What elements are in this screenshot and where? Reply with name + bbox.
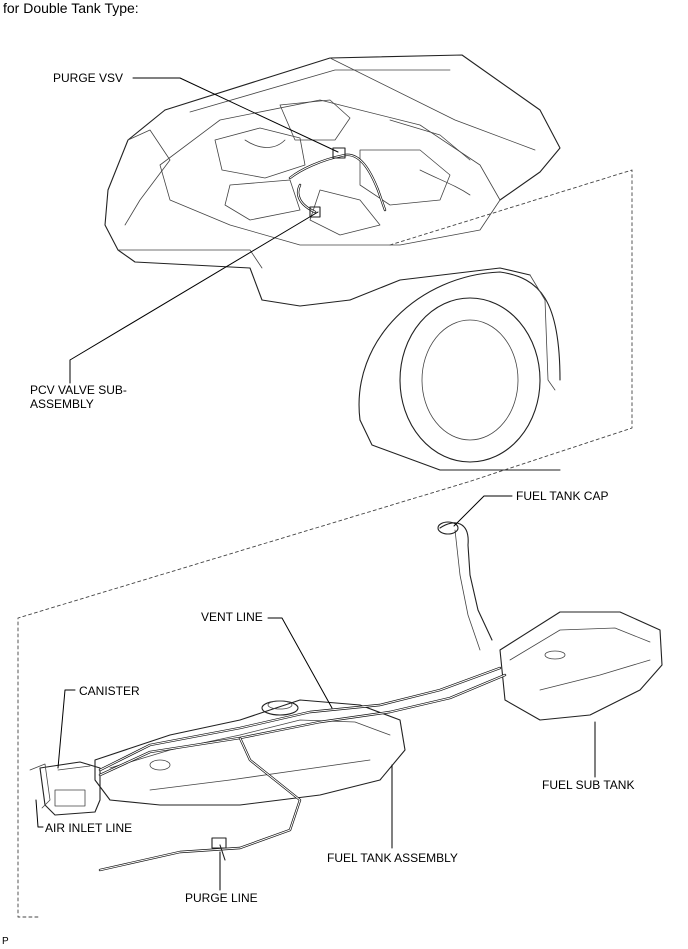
- diagram-heading: for Double Tank Type:: [3, 0, 139, 16]
- fuel-system-drawing: [29, 521, 663, 872]
- canister-leader: [57, 689, 76, 769]
- vent-line-label: VENT LINE: [201, 610, 263, 624]
- pcv-valve-label-line1: PCV VALVE SUB-: [30, 383, 127, 397]
- purge-vsv-label: PURGE VSV: [53, 71, 124, 85]
- page-footer-mark: P: [2, 936, 9, 947]
- fuel-tank-assembly-label: FUEL TANK ASSEMBLY: [327, 851, 458, 865]
- pcv-valve-label-line2: ASSEMBLY: [30, 397, 94, 411]
- pcv-valve-leader: [69, 211, 319, 384]
- fuel-tank-cap-label: FUEL TANK CAP: [516, 489, 609, 503]
- vehicle-drawing: [104, 54, 561, 471]
- fuel-sub-tank-label: FUEL SUB TANK: [542, 778, 635, 792]
- air-inlet-line-label: AIR INLET LINE: [45, 821, 133, 835]
- vent-line-leader: [267, 617, 333, 709]
- air-inlet-line-leader: [35, 799, 44, 828]
- fuel-tank-cap-leader: [453, 495, 513, 527]
- canister-label: CANISTER: [79, 684, 140, 698]
- purge-vsv-leader: [132, 77, 339, 153]
- purge-line-label: PURGE LINE: [185, 891, 258, 905]
- connection-box-upper: [389, 169, 633, 483]
- connection-box-lower: [17, 481, 469, 918]
